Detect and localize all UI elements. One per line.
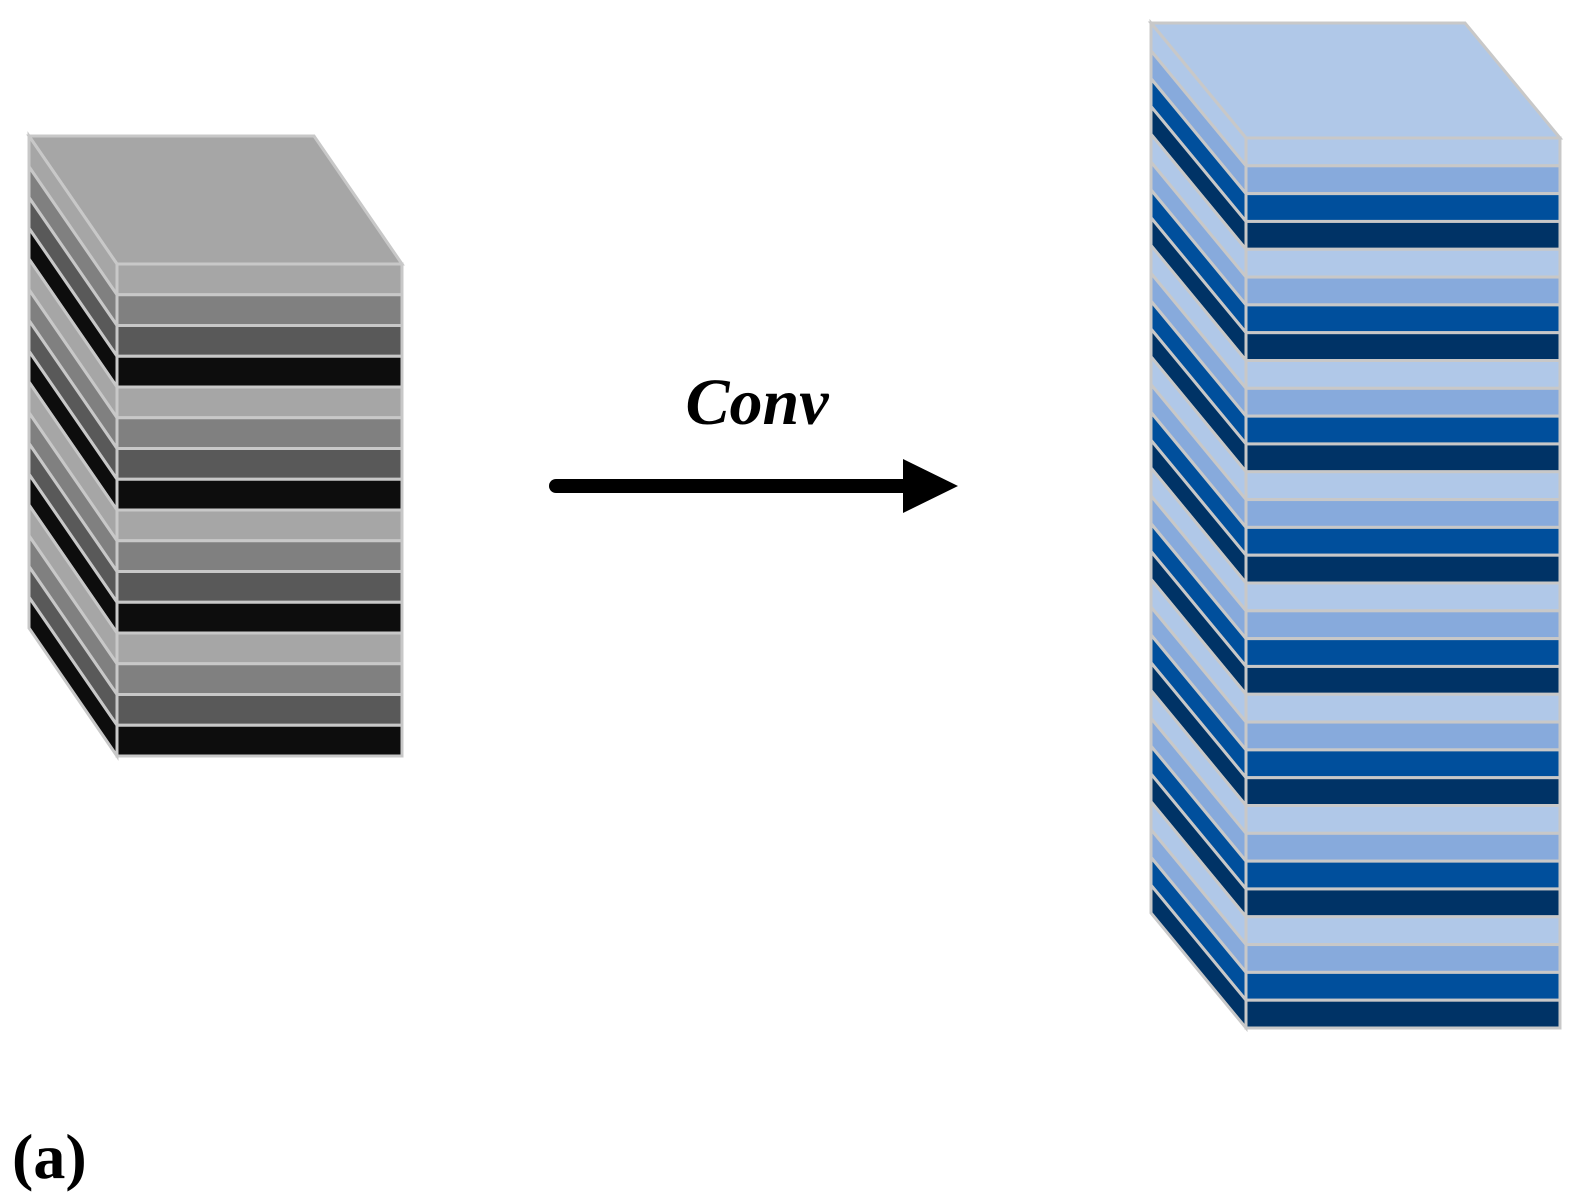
block-front-layer [1244, 831, 1562, 863]
block-front-layer [1244, 748, 1562, 780]
block-front-layer [115, 508, 404, 543]
block-front-layer [115, 262, 404, 297]
block-front-layer [1244, 247, 1562, 279]
block-front-layer [115, 477, 404, 512]
block-front-layer [1244, 525, 1562, 557]
arrow-head [903, 459, 958, 513]
block-front-layer [1244, 943, 1562, 974]
block-front-layer [115, 662, 404, 696]
block-front-layer [1244, 859, 1562, 891]
block-front-layer [1244, 970, 1562, 1002]
block-front-layer [1244, 553, 1562, 585]
block-front-layer [1244, 637, 1562, 668]
block-front-layer [115, 539, 404, 573]
block-front-layer [115, 631, 404, 666]
block-front-layer [115, 416, 404, 450]
block-front-layer [1244, 414, 1562, 446]
block-front-layer [1244, 470, 1562, 502]
block-front-layer [1244, 887, 1562, 919]
block-front-layer [115, 293, 404, 327]
block-front-layer [1244, 692, 1562, 724]
block-front-layer [1244, 275, 1562, 307]
block-front-layer [1244, 498, 1562, 529]
block-front-layer [1244, 303, 1562, 335]
block-front-layer [115, 570, 404, 604]
block-front-layer [1244, 164, 1562, 196]
block-front-layer [115, 385, 404, 420]
block-front-layer [1244, 776, 1562, 807]
block-front-layer [115, 324, 404, 358]
block-front-layer [1244, 359, 1562, 390]
block-front-layer [1244, 581, 1562, 613]
block-front-layer [1244, 136, 1562, 168]
block-front-layer [1244, 192, 1562, 223]
block-front-layer [1244, 386, 1562, 418]
conv-arrow [549, 459, 958, 513]
block-front-layer [1244, 442, 1562, 474]
block-front-layer [115, 600, 404, 635]
block-front-layer [1244, 804, 1562, 835]
block-front-layer [115, 447, 404, 481]
operation-label: Conv [685, 366, 829, 439]
block-front-layer [1244, 915, 1562, 947]
block-front-layer [115, 723, 404, 758]
block-front-layer [1244, 664, 1562, 696]
block-front-layer [1244, 219, 1562, 251]
block-front-layer [1244, 331, 1562, 362]
input-feature-block [26, 131, 405, 761]
output-feature-block [1147, 18, 1564, 1033]
block-front-layer [115, 354, 404, 389]
block-front-layer [1244, 998, 1562, 1030]
block-front-layer [115, 693, 404, 727]
block-front-layer [1244, 720, 1562, 752]
panel-label: (a) [12, 1121, 87, 1192]
block-front-layer [1244, 609, 1562, 641]
